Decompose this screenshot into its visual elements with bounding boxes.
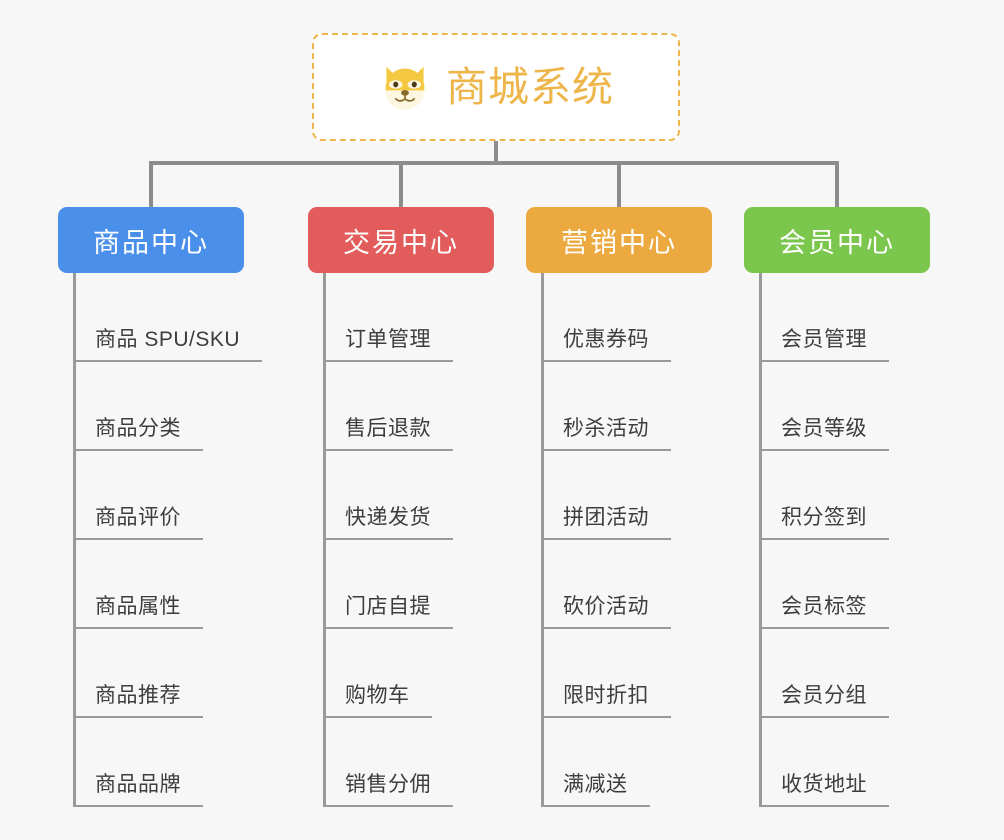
column-spine-2 xyxy=(323,273,326,807)
list-item[interactable]: 会员标签 xyxy=(744,540,930,629)
root-node[interactable]: 商城系统 xyxy=(312,33,680,141)
category-card-2-label: 交易中心 xyxy=(343,227,459,258)
list-item[interactable]: 会员分组 xyxy=(744,629,930,718)
category-column-1: 商品中心 商品 SPU/SKU 商品分类 商品评价 商品属性 商品推荐 商品品牌 xyxy=(58,207,263,807)
list-item[interactable]: 优惠券码 xyxy=(526,273,712,362)
list-item[interactable]: 购物车 xyxy=(308,629,494,718)
leaf-label: 商品推荐 xyxy=(73,679,203,718)
leaf-label: 商品属性 xyxy=(73,590,203,629)
list-item[interactable]: 秒杀活动 xyxy=(526,362,712,451)
category-card-3-label: 营销中心 xyxy=(561,227,677,258)
leaf-list-2: 订单管理 售后退款 快递发货 门店自提 购物车 销售分佣 xyxy=(308,273,494,807)
leaf-label: 秒杀活动 xyxy=(541,412,671,451)
category-card-4-label: 会员中心 xyxy=(779,227,895,258)
column-spine-3 xyxy=(541,273,544,807)
leaf-label: 购物车 xyxy=(323,679,432,718)
leaf-label: 会员等级 xyxy=(759,412,889,451)
leaf-label: 满减送 xyxy=(541,768,650,807)
category-column-4: 会员中心 会员管理 会员等级 积分签到 会员标签 会员分组 收货地址 xyxy=(744,207,930,807)
category-card-2[interactable]: 交易中心 xyxy=(308,207,494,273)
leaf-label: 快递发货 xyxy=(323,501,453,540)
leaf-label: 会员管理 xyxy=(759,323,889,362)
leaf-label: 会员分组 xyxy=(759,679,889,718)
category-card-4[interactable]: 会员中心 xyxy=(744,207,930,273)
category-column-2: 交易中心 订单管理 售后退款 快递发货 门店自提 购物车 销售分佣 xyxy=(308,207,494,807)
category-card-1-label: 商品中心 xyxy=(93,227,209,258)
list-item[interactable]: 收货地址 xyxy=(744,718,930,807)
leaf-label: 拼团活动 xyxy=(541,501,671,540)
list-item[interactable]: 会员等级 xyxy=(744,362,930,451)
leaf-label: 商品品牌 xyxy=(73,768,203,807)
leaf-label: 商品分类 xyxy=(73,412,203,451)
leaf-label: 订单管理 xyxy=(323,323,453,362)
list-item[interactable]: 拼团活动 xyxy=(526,451,712,540)
list-item[interactable]: 销售分佣 xyxy=(308,718,494,807)
leaf-label: 售后退款 xyxy=(323,412,453,451)
leaf-list-3: 优惠券码 秒杀活动 拼团活动 砍价活动 限时折扣 满减送 xyxy=(526,273,712,807)
leaf-label: 积分签到 xyxy=(759,501,889,540)
list-item[interactable]: 砍价活动 xyxy=(526,540,712,629)
leaf-label: 销售分佣 xyxy=(323,768,453,807)
category-card-1[interactable]: 商品中心 xyxy=(58,207,244,273)
leaf-label: 会员标签 xyxy=(759,590,889,629)
root-title: 商城系统 xyxy=(446,63,614,110)
list-item[interactable]: 商品评价 xyxy=(58,451,244,540)
leaf-label: 砍价活动 xyxy=(541,590,671,629)
leaf-label: 收货地址 xyxy=(759,768,889,807)
list-item[interactable]: 门店自提 xyxy=(308,540,494,629)
shiba-dog-emoji-icon xyxy=(385,66,425,110)
list-item[interactable]: 商品属性 xyxy=(58,540,244,629)
list-item[interactable]: 订单管理 xyxy=(308,273,494,362)
leaf-label: 优惠券码 xyxy=(541,323,671,362)
leaf-label: 门店自提 xyxy=(323,590,453,629)
list-item[interactable]: 会员管理 xyxy=(744,273,930,362)
list-item[interactable]: 售后退款 xyxy=(308,362,494,451)
leaf-label: 商品评价 xyxy=(73,501,203,540)
list-item[interactable]: 满减送 xyxy=(526,718,712,807)
list-item[interactable]: 商品分类 xyxy=(58,362,244,451)
list-item[interactable]: 积分签到 xyxy=(744,451,930,540)
connector-drop-2 xyxy=(399,161,403,207)
leaf-list-4: 会员管理 会员等级 积分签到 会员标签 会员分组 收货地址 xyxy=(744,273,930,807)
connector-root-stem xyxy=(494,141,498,163)
connector-drop-1 xyxy=(149,161,153,207)
leaf-label: 商品 SPU/SKU xyxy=(73,323,263,362)
category-card-3[interactable]: 营销中心 xyxy=(526,207,712,273)
connector-drop-4 xyxy=(835,161,839,207)
connector-horizontal-bus xyxy=(149,161,839,165)
leaf-label: 限时折扣 xyxy=(541,679,671,718)
list-item[interactable]: 商品 SPU/SKU xyxy=(58,273,263,362)
list-item[interactable]: 快递发货 xyxy=(308,451,494,540)
leaf-list-1: 商品 SPU/SKU 商品分类 商品评价 商品属性 商品推荐 商品品牌 xyxy=(58,273,263,807)
list-item[interactable]: 商品品牌 xyxy=(58,718,244,807)
column-spine-4 xyxy=(759,273,762,807)
connector-drop-3 xyxy=(617,161,621,207)
category-column-3: 营销中心 优惠券码 秒杀活动 拼团活动 砍价活动 限时折扣 满减送 xyxy=(526,207,712,807)
column-spine-1 xyxy=(73,273,76,807)
list-item[interactable]: 限时折扣 xyxy=(526,629,712,718)
list-item[interactable]: 商品推荐 xyxy=(58,629,244,718)
